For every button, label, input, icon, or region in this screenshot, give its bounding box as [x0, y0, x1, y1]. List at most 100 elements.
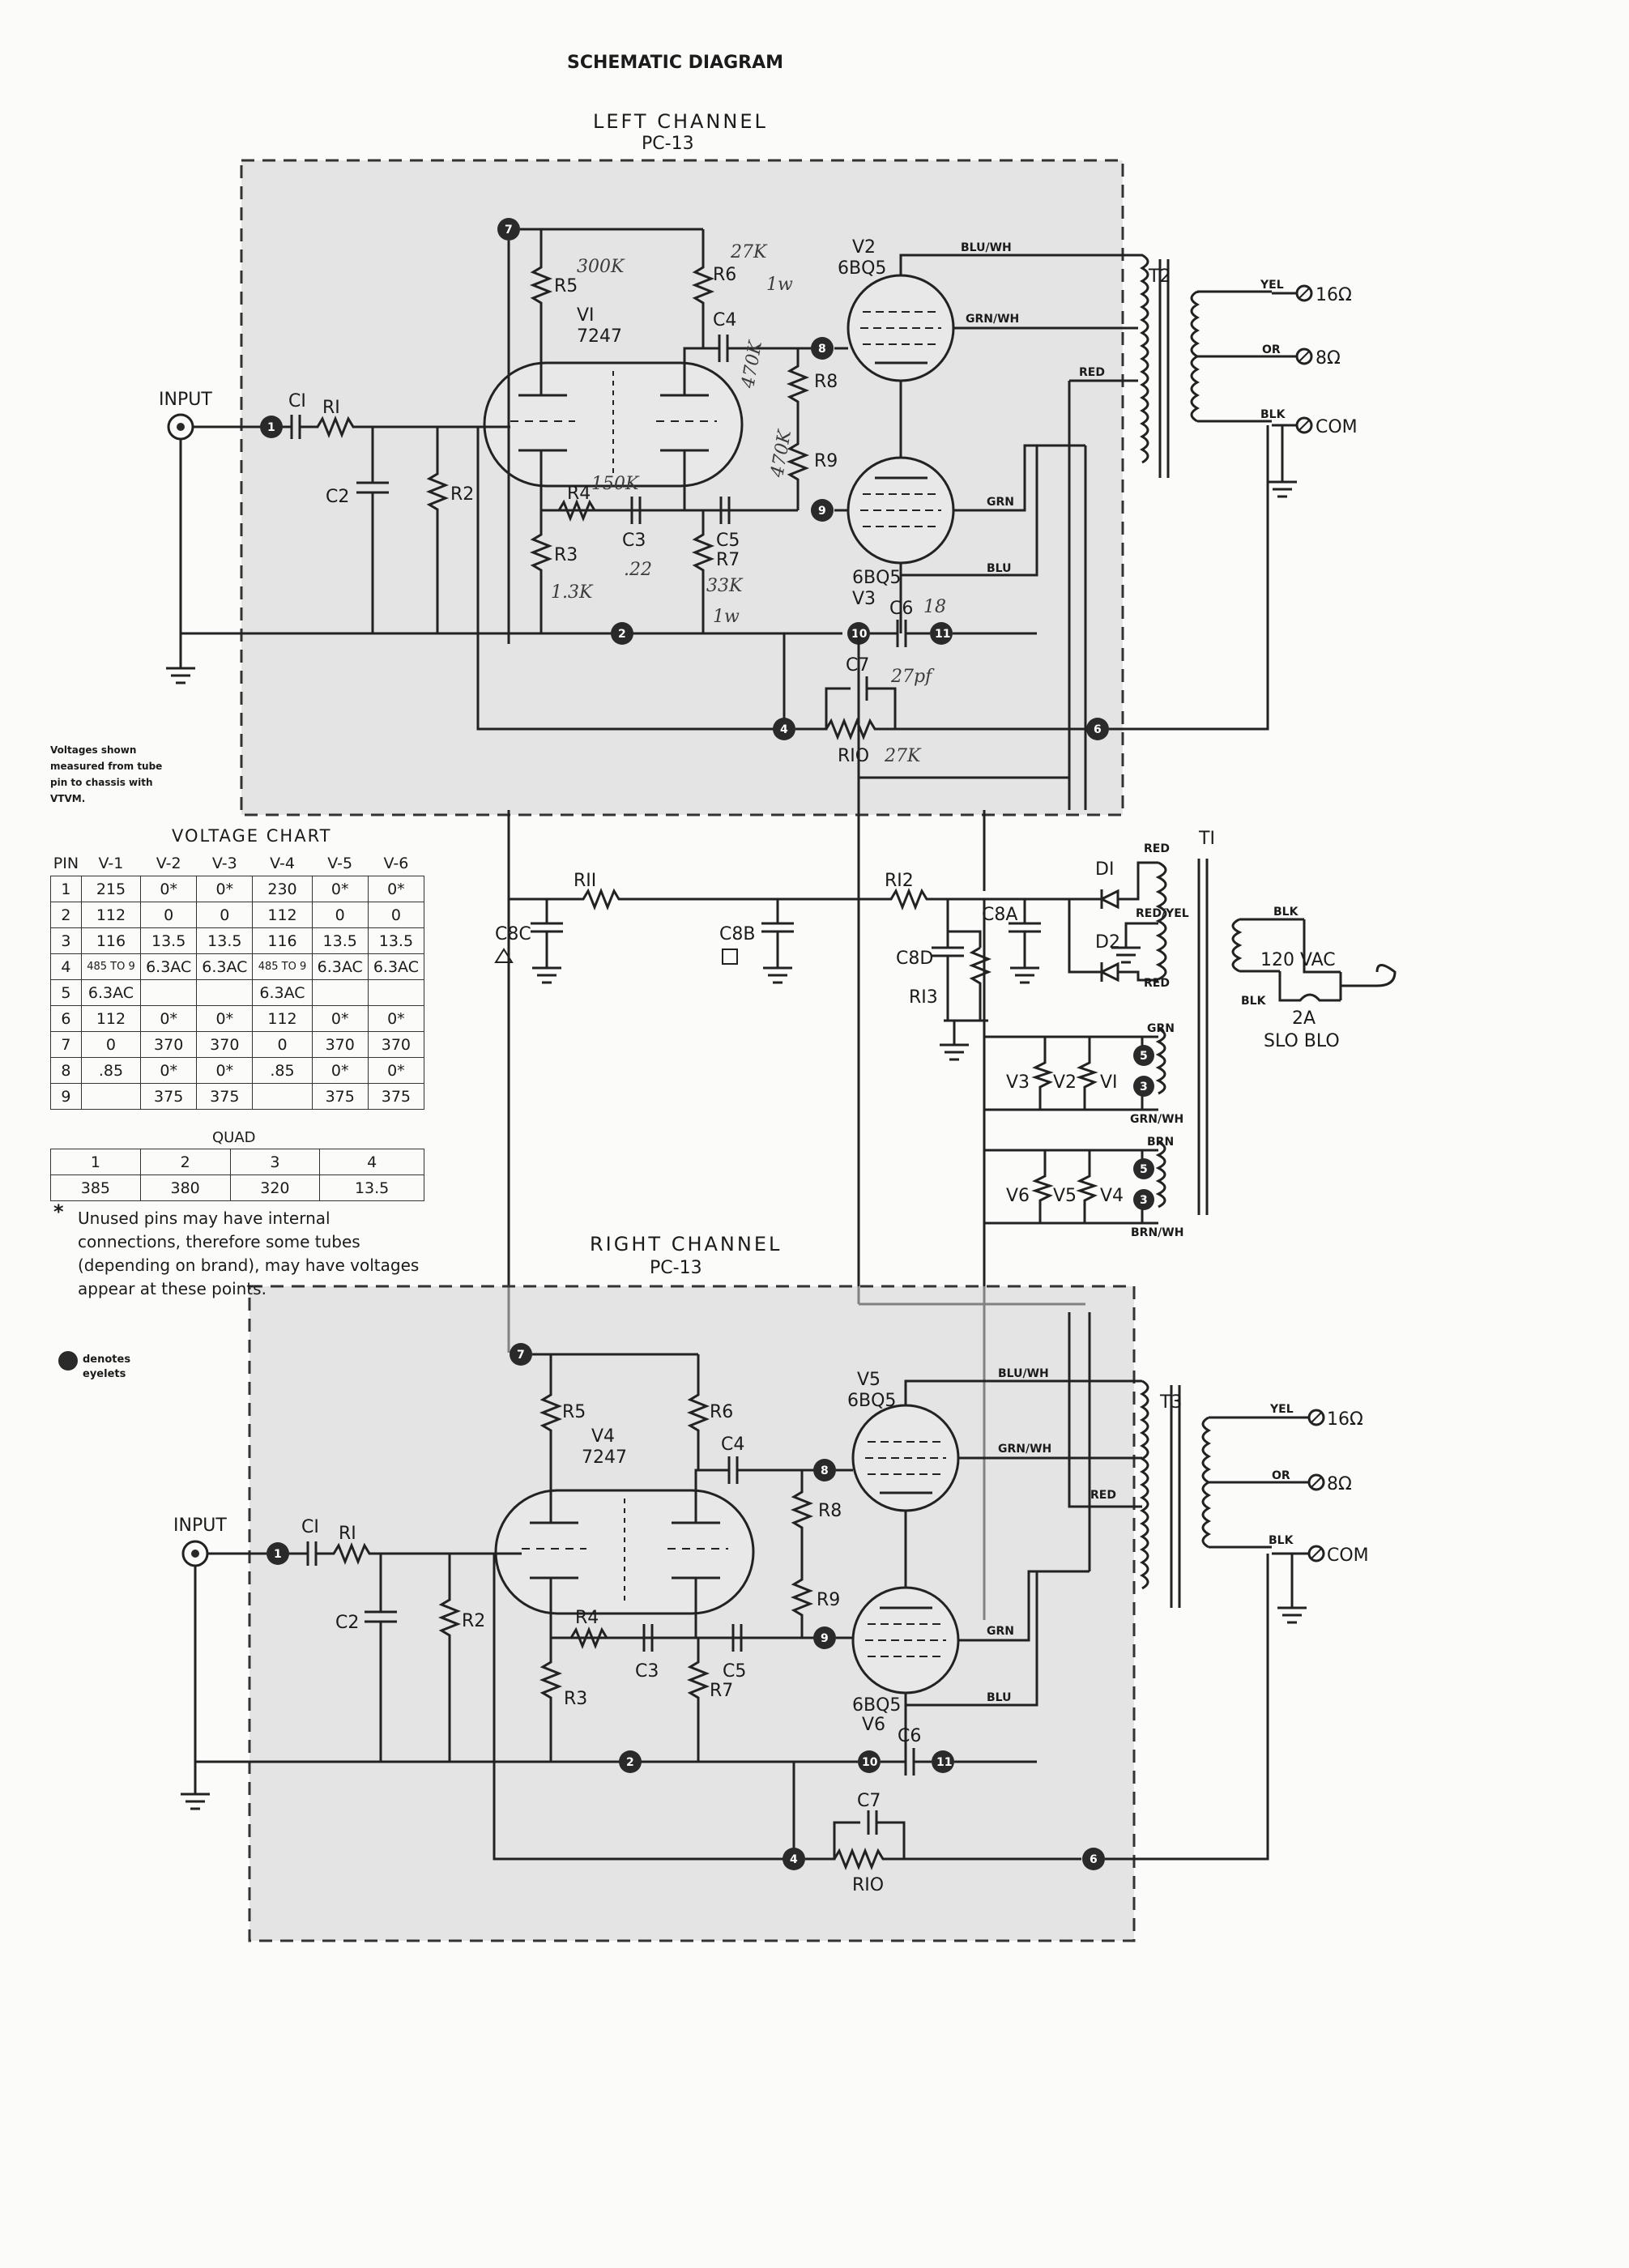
wire-blk-left: BLK: [1260, 408, 1286, 421]
wire-blk-t1-top: BLK: [1273, 906, 1299, 919]
r1-label: RI: [322, 398, 340, 418]
c4-label: C4: [713, 310, 736, 330]
quad-value-row: 385 380 320 13.5: [50, 1174, 424, 1201]
power-supply: RII RI2 C8C C8B C8A C8D RI3 DI D2 RED RE…: [494, 633, 1397, 1620]
eyelet-7-right: 7: [510, 1343, 532, 1366]
svg-text:7: 7: [505, 224, 513, 237]
chart-value-cell: 0*: [311, 876, 369, 902]
t3-transformer: [1139, 1379, 1272, 1608]
r5-right-label: R5: [562, 1402, 586, 1422]
r13-label: RI3: [909, 987, 938, 1008]
chart-value-cell: 0*: [196, 876, 254, 902]
chart-value-cell: 0*: [311, 1005, 369, 1032]
v5-heater-label: V5: [1053, 1186, 1077, 1206]
out-com-left: COM: [1316, 417, 1358, 437]
chart-value-cell: 0*: [140, 1057, 198, 1084]
fuse-type-label: SLO BLO: [1264, 1031, 1340, 1051]
v1-heater-label: VI: [1100, 1072, 1118, 1093]
chart-pin-cell: 6: [50, 1005, 82, 1032]
chart-value-cell: 0*: [196, 1057, 254, 1084]
chart-pin-cell: 8: [50, 1057, 82, 1084]
r4-right-label: R4: [575, 1608, 599, 1628]
d2-label: D2: [1095, 932, 1120, 953]
r2-right-label: R2: [462, 1611, 485, 1631]
asterisk-icon: *: [53, 1200, 64, 1223]
v5-type: 6BQ5: [847, 1391, 896, 1411]
c6-right-label: C6: [898, 1726, 921, 1746]
eyelet-8-right: 8: [813, 1459, 836, 1481]
wire-or-right: OR: [1272, 1469, 1290, 1482]
t1-transformer: [1155, 859, 1243, 1215]
svg-text:1: 1: [274, 1548, 282, 1561]
wire-blk-right: BLK: [1269, 1534, 1294, 1547]
chart-value-cell: 485 TO 9: [252, 953, 313, 980]
v6-heater-label: V6: [1006, 1186, 1030, 1206]
right-channel-board: PC-13: [650, 1258, 702, 1278]
r10-right-label: RIO: [852, 1875, 884, 1895]
quad-title: QUAD: [212, 1129, 256, 1146]
eyelet-legend-text: denotes eyelets: [83, 1354, 131, 1380]
hw-r7-a: 33K: [706, 576, 744, 596]
chart-head-v3: V-3: [211, 854, 237, 872]
r2-label: R2: [450, 484, 474, 505]
hw-r10: 27K: [884, 746, 922, 766]
v5-label: V5: [857, 1370, 881, 1390]
chart-value-cell: 215: [80, 876, 142, 902]
chart-head-v5: V-5: [327, 854, 353, 872]
chart-value-cell: 13.5: [311, 927, 369, 954]
hw-r6-a: 27K: [730, 242, 768, 262]
svg-text:3: 3: [1140, 1081, 1148, 1094]
chart-value-cell: 6.3AC: [140, 953, 198, 980]
c4-right-label: C4: [721, 1435, 744, 1455]
chart-value-cell: 375: [140, 1083, 198, 1110]
wire-grn-wh-heater: GRN/WH: [1130, 1113, 1183, 1126]
v4-heater-label: V4: [1100, 1186, 1124, 1206]
wire-grn-left: GRN: [987, 496, 1014, 509]
t3-label: T3: [1159, 1392, 1182, 1413]
chart-head-v4: V-4: [270, 854, 295, 872]
wire-red-t1-bottom: RED: [1144, 977, 1170, 990]
chart-value-cell: 0*: [140, 1005, 198, 1032]
chart-value-cell: 375: [196, 1083, 254, 1110]
quad-val-1: 385: [50, 1174, 141, 1201]
eyelet-2: 2: [611, 622, 633, 645]
chart-value-cell: 370: [367, 1031, 425, 1058]
chart-pin-cell: 1: [50, 876, 82, 902]
v2-tube: [846, 274, 955, 382]
chart-value-cell: [367, 979, 425, 1006]
c2-right-label: C2: [335, 1613, 359, 1633]
right-channel: RIGHT CHANNEL PC-13 INPUT 1 CI RI C2 R2 …: [173, 1233, 1369, 1942]
r6-right-label: R6: [710, 1402, 733, 1422]
c1-right-label: CI: [301, 1517, 319, 1537]
svg-text:8: 8: [818, 343, 826, 356]
eyelet-6: 6: [1086, 718, 1109, 740]
t2-label: T2: [1148, 266, 1171, 287]
chart-value-cell: 116: [80, 927, 142, 954]
v6bq5-lower-type: 6BQ5: [852, 568, 901, 588]
svg-text:2: 2: [626, 1756, 634, 1769]
wire-blu-wh-right: BLU/WH: [998, 1367, 1049, 1380]
chart-value-cell: 370: [311, 1031, 369, 1058]
eyelet-9-right: 9: [813, 1626, 836, 1649]
v6-tube: [851, 1586, 960, 1695]
wire-red-left: RED: [1079, 366, 1105, 379]
v4-type: 7247: [582, 1447, 627, 1468]
quad-head-1: 1: [50, 1149, 141, 1175]
svg-text:1: 1: [267, 421, 275, 434]
r9-right-label: R9: [817, 1590, 840, 1610]
chart-value-cell: 13.5: [196, 927, 254, 954]
chart-pin-cell: 2: [50, 902, 82, 928]
chart-value-cell: 0: [80, 1031, 142, 1058]
wire-grn-right: GRN: [987, 1625, 1014, 1638]
wire-brn-heater: BRN: [1147, 1136, 1174, 1149]
c5-label: C5: [716, 531, 740, 551]
v6-type: 6BQ5: [852, 1695, 901, 1716]
r7-right-label: R7: [710, 1681, 733, 1701]
